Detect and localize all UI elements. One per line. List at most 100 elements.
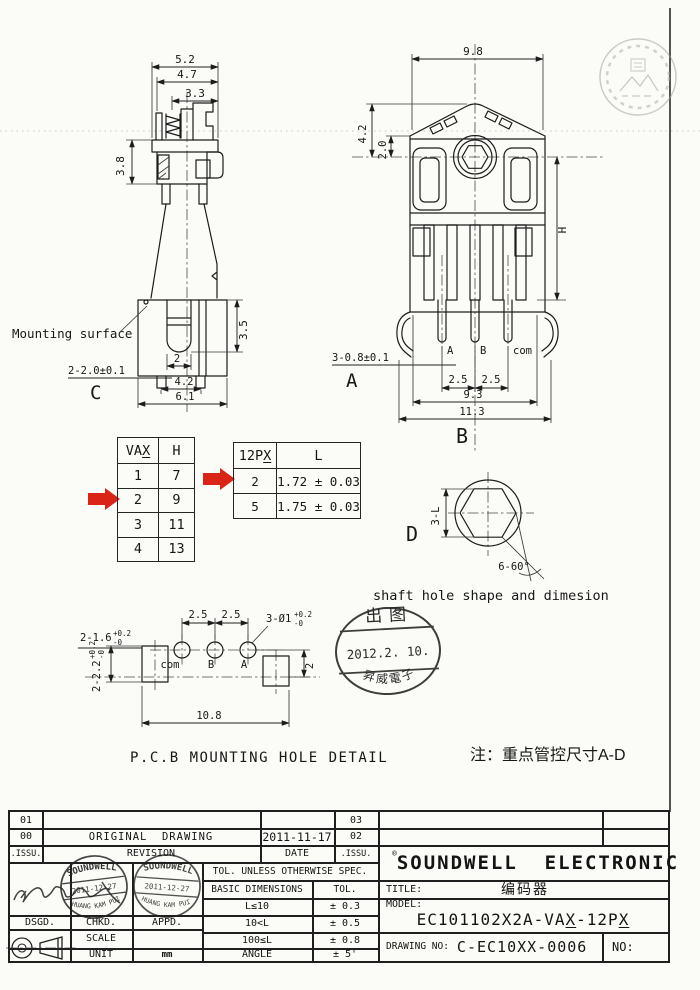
dim-pitch1: 2.5 bbox=[449, 374, 468, 386]
pcb-detail: com B A 2.5 2.5 3-Ø1 +0.2 -0 2-1.6 +0.2 … bbox=[78, 609, 388, 766]
vax-row-1: 1 7 bbox=[118, 463, 194, 488]
tol-val-4: ± 5' bbox=[332, 949, 358, 960]
view-label-d: D bbox=[406, 522, 418, 546]
dim-2-0: 2.0 bbox=[377, 141, 389, 160]
control-note: 注：重点管控尺寸A-D bbox=[470, 746, 626, 764]
tol-range-4: ANGLE bbox=[241, 949, 273, 960]
chkd-label: CHKD. bbox=[85, 916, 117, 928]
unit-label: UNIT bbox=[88, 949, 114, 960]
scale-label: SCALE bbox=[85, 933, 117, 944]
view-label-c: C bbox=[90, 382, 101, 404]
dim-4-2: 4.2 bbox=[175, 376, 194, 388]
pcb-slot2-note: 2-2.2 bbox=[91, 660, 103, 692]
registered-mark: ® bbox=[392, 849, 397, 858]
unit-value: mm bbox=[161, 949, 173, 960]
corner-seal-stamp bbox=[599, 38, 677, 116]
dim-11-3: 11.3 bbox=[459, 406, 484, 418]
no-label: NO: bbox=[612, 939, 634, 954]
dim-3-l: 3-L bbox=[430, 507, 442, 526]
drawing-no-label: DRAWING NO: bbox=[386, 941, 449, 952]
px-row-2: 5 1.75 ± 0.03 bbox=[234, 493, 360, 518]
side-view: 5.2 4.7 3.3 3.8 3.5 2 4.2 6.1 2-2.0±0.1 … bbox=[12, 53, 250, 412]
rev-desc: ORIGINAL DRAWING bbox=[88, 830, 214, 843]
tol-range-1: L≤10 bbox=[244, 901, 270, 912]
pcb-slot-tol-up: +0.2 bbox=[113, 629, 131, 638]
rev-col-issue-r: .ISSU. bbox=[340, 848, 372, 859]
tol-header: TOL. UNLESS OTHERWISE SPEC. bbox=[212, 865, 368, 877]
front-view: 9.8 4.2 2.0 H 3-0.8±0.1 A A B com 2.5 2.… bbox=[332, 44, 604, 452]
rev-issue-00: 00 bbox=[19, 831, 33, 842]
dim-6-1: 6.1 bbox=[176, 391, 195, 403]
view-label-a: A bbox=[346, 370, 358, 392]
tol-range-2: 10<L bbox=[244, 918, 270, 929]
dim-3-3: 3.3 bbox=[185, 87, 205, 100]
dim-6-60: 6-60° bbox=[498, 561, 530, 573]
pcb-slot2-tol-dn: -0 bbox=[97, 649, 106, 659]
vax-row-arrow bbox=[88, 488, 120, 510]
view-label-b: B bbox=[456, 424, 468, 448]
pcb-hole-tol-up: +0.2 bbox=[294, 610, 312, 619]
pcb-slot-tol-dn: -0 bbox=[113, 638, 123, 647]
hole-label-com: com bbox=[161, 659, 180, 671]
vax-row-3: 3 11 bbox=[118, 512, 194, 537]
dim-4-2-front: 4.2 bbox=[357, 125, 369, 144]
pcb-dim-10-8: 10.8 bbox=[196, 710, 221, 722]
svg-text:昇威電子: 昇威電子 bbox=[361, 665, 418, 688]
rev-issue-03: 03 bbox=[349, 814, 363, 826]
pcb-detail-caption: P.C.B MOUNTING HOLE DETAIL bbox=[130, 750, 388, 766]
release-stamp: 出图 2012.2. 10. 昇威電子 bbox=[335, 605, 441, 696]
dim-9-8: 9.8 bbox=[463, 45, 483, 58]
tol-col-tol: TOL. bbox=[333, 883, 357, 895]
rev-col-revision: REVISION bbox=[126, 848, 176, 859]
px-row-arrow bbox=[203, 468, 235, 490]
shaft-detail-caption: shaft hole shape and dimesion bbox=[373, 588, 609, 604]
title-block: 01 03 00 ORIGINAL DRAWING 2011-11-17 02 … bbox=[8, 810, 677, 963]
dim-slot-2: 2 bbox=[174, 353, 180, 365]
dim-4-7: 4.7 bbox=[177, 68, 197, 81]
company-banner: ® SOUNDWELL ELECTRONIC bbox=[378, 845, 677, 880]
hole-label-b: B bbox=[208, 659, 214, 671]
pin-label-a: A bbox=[447, 345, 454, 357]
title-value: 编码器 bbox=[501, 881, 549, 897]
release-stamp-date: 2012.2. 10. bbox=[346, 643, 429, 662]
appd-label: APPD. bbox=[151, 916, 183, 928]
pcb-slot-note: 2-1.6 bbox=[80, 632, 112, 644]
vax-header-col2: H bbox=[158, 438, 194, 463]
pin-note-c: 2-2.0±0.1 bbox=[68, 365, 125, 377]
mounting-surface-label: Mounting surface bbox=[12, 326, 132, 341]
model-label: MODEL: bbox=[386, 899, 423, 910]
pcb-dim-2: 2 bbox=[304, 663, 316, 669]
px-row-1: 2 1.72 ± 0.03 bbox=[234, 468, 360, 493]
pcb-slot2-note-group: 2-2.2 +0.2 -0 bbox=[88, 641, 106, 692]
tol-val-1: ± 0.3 bbox=[329, 901, 361, 912]
pcb-slot2-tol-up: +0.2 bbox=[88, 641, 97, 659]
dim-9-3: 9.3 bbox=[464, 389, 483, 401]
rev-col-issue: .ISSU. bbox=[10, 848, 42, 859]
title-label: TITLE: bbox=[386, 883, 423, 895]
vax-row-4: 4 13 bbox=[118, 536, 194, 561]
dim-5-2: 5.2 bbox=[175, 53, 195, 66]
pcb-hole-note: 3-Ø1 bbox=[266, 613, 291, 625]
appd-stamp-date: 2011-12-27 bbox=[144, 881, 190, 893]
pcb-pitch2: 2.5 bbox=[222, 609, 241, 621]
rev-issue-01: 01 bbox=[19, 814, 33, 826]
dsgd-label: DSGD. bbox=[24, 916, 56, 928]
tol-val-3: ± 0.8 bbox=[329, 934, 361, 946]
shaft-hole-detail: 3-L D 6-60° shaft hole shape and dimesio… bbox=[373, 472, 609, 604]
dim-3-8: 3.8 bbox=[114, 156, 127, 176]
hole-label-a: A bbox=[241, 659, 248, 671]
pin-label-com: com bbox=[513, 345, 532, 357]
dim-h: H bbox=[556, 227, 569, 234]
drawing-no-value: C-EC10XX-0006 bbox=[456, 937, 588, 956]
pcb-pitch1: 2.5 bbox=[189, 609, 208, 621]
dim-3-5: 3.5 bbox=[237, 320, 250, 340]
tol-val-2: ± 0.5 bbox=[329, 918, 361, 929]
tol-col-dim: BASIC DIMENSIONS bbox=[211, 883, 303, 895]
